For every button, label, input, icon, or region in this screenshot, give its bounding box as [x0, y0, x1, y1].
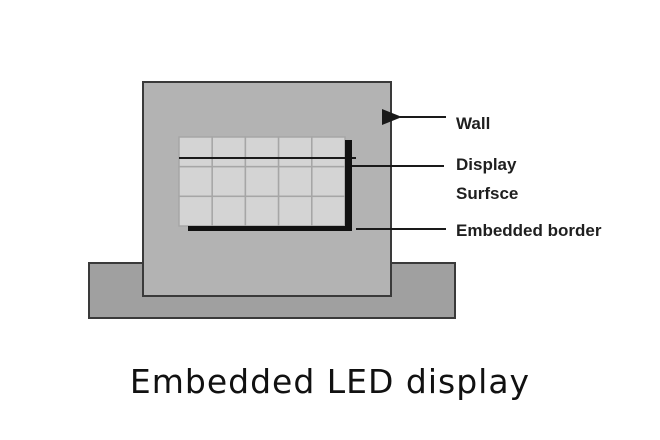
led-panel-cell	[311, 165, 346, 198]
led-panel-cell	[244, 195, 280, 227]
led-panel-cell	[277, 195, 313, 227]
led-panel-cell	[244, 165, 280, 198]
diagram-canvas	[88, 81, 456, 319]
led-panel-cell	[277, 136, 313, 168]
display-surface	[178, 136, 346, 227]
led-panel-cell	[178, 165, 213, 198]
embedded-border-vertical	[345, 140, 352, 231]
display-surface-label-line1: Display	[456, 155, 517, 174]
led-panel-cell	[311, 136, 346, 168]
led-panel-cell	[311, 195, 346, 227]
embedded-border-label: Embedded border	[456, 221, 602, 240]
diagram-caption: Embedded LED display	[129, 362, 531, 401]
led-panel-cell	[178, 136, 213, 168]
wall-label: Wall	[456, 114, 491, 133]
led-panel-cell	[211, 165, 247, 198]
led-panel-cell	[211, 136, 247, 168]
led-panel-cell	[178, 195, 213, 227]
embedded-border-bottom	[188, 226, 352, 231]
led-panel-cell	[244, 136, 280, 168]
led-panel-cell	[277, 165, 313, 198]
display-surface-label-line2: Surfsce	[456, 184, 519, 203]
led-panel-cell	[211, 195, 247, 227]
